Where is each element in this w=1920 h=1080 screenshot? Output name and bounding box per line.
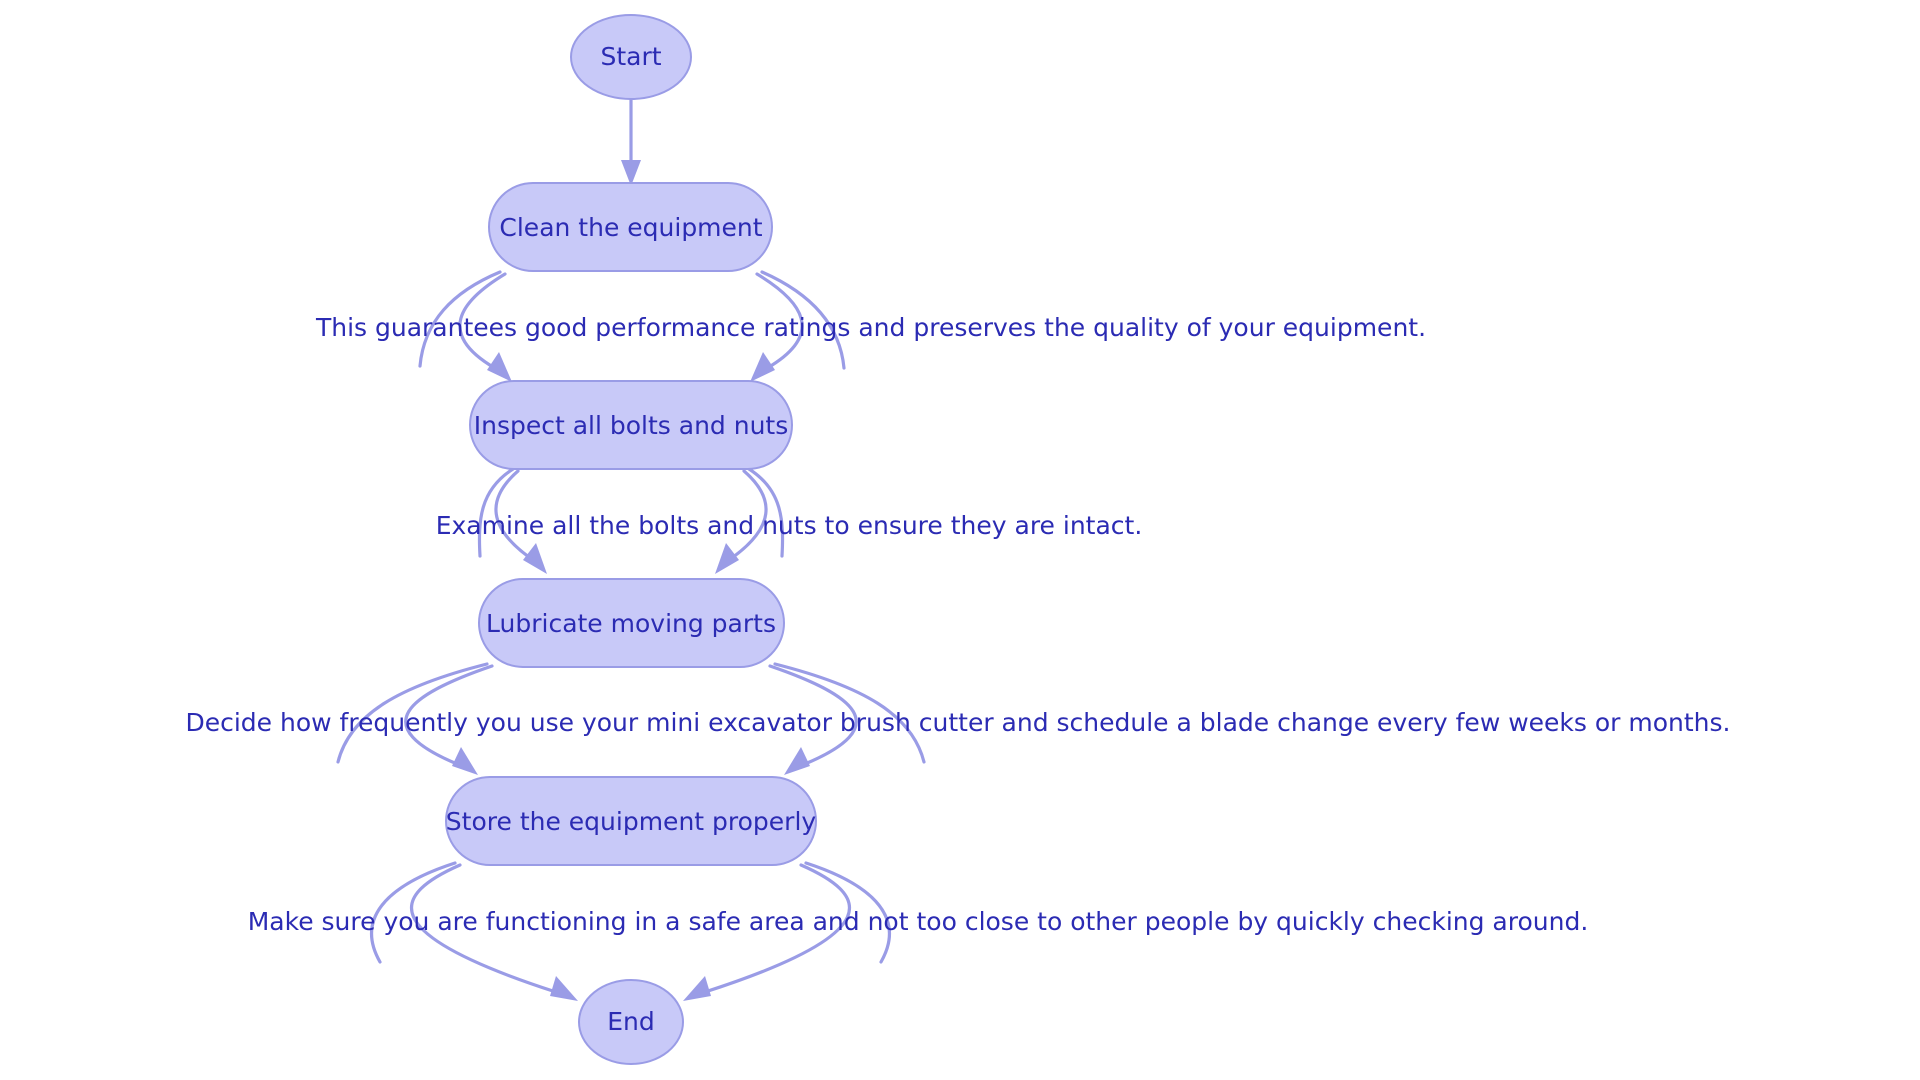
arrowhead-icon <box>715 543 739 574</box>
edge-line-right <box>773 662 926 764</box>
edge-line-left <box>369 861 457 964</box>
arrowhead-icon <box>784 747 810 775</box>
node-label: Clean the equipment <box>499 213 762 242</box>
edge-lubricate-to-store: Decide how frequently you use your mini … <box>185 662 1731 775</box>
node-shape-stadium <box>488 182 773 272</box>
edge-label: Examine all the bolts and nuts to ensure… <box>436 511 1143 540</box>
arrowhead-icon <box>523 543 547 574</box>
edge-label: Make sure you are functioning in a safe … <box>248 907 1589 936</box>
arrowhead-icon <box>621 160 641 186</box>
node-start[interactable]: Start <box>570 14 692 100</box>
arrowhead-icon <box>550 976 578 1001</box>
node-label: Store the equipment properly <box>446 807 817 836</box>
edge-store-to-end: Make sure you are functioning in a safe … <box>248 861 1589 1001</box>
node-inspect-all-bolts-and-nuts[interactable]: Inspect all bolts and nuts <box>469 380 793 470</box>
edge-line-left-inner <box>410 863 558 994</box>
node-lubricate-moving-parts[interactable]: Lubricate moving parts <box>478 578 785 668</box>
node-end[interactable]: End <box>578 979 684 1065</box>
edge-line-right-inner <box>755 272 804 373</box>
edge-line-left <box>477 467 515 558</box>
node-label: End <box>607 1007 655 1036</box>
edge-line-right-inner <box>703 863 851 994</box>
node-shape-stadium <box>445 776 817 866</box>
edge-start-to-clean <box>621 94 641 186</box>
edge-inspect-to-lubricate: Examine all the bolts and nuts to ensure… <box>436 467 1143 574</box>
edge-line-right <box>804 861 892 964</box>
node-clean-the-equipment[interactable]: Clean the equipment <box>488 182 773 272</box>
edge-line-right-inner <box>724 469 768 564</box>
edge-line-right <box>760 270 846 370</box>
edge-label: Decide how frequently you use your mini … <box>185 708 1730 737</box>
arrowhead-icon <box>487 352 512 382</box>
node-store-the-equipment-properly[interactable]: Store the equipment properly <box>445 776 817 866</box>
edge-line-left-inner <box>494 469 538 564</box>
edge-line-right <box>747 467 785 558</box>
edge-label: This guarantees good performance ratings… <box>315 313 1426 342</box>
node-shape-stadium <box>478 578 785 668</box>
edge-line-left-inner <box>404 664 494 768</box>
arrowhead-icon <box>452 747 478 775</box>
edge-clean-to-inspect: This guarantees good performance ratings… <box>315 270 1426 382</box>
arrowhead-icon <box>683 976 711 1001</box>
node-shape-ellipse <box>578 979 684 1065</box>
node-shape-stadium <box>469 380 793 470</box>
node-label: Lubricate moving parts <box>486 609 776 638</box>
edge-line-left <box>418 270 502 368</box>
edge-line-left <box>336 662 489 764</box>
node-shape-ellipse <box>570 14 692 100</box>
edge-line-left-inner <box>458 272 507 373</box>
node-label: Start <box>600 42 661 71</box>
edge-line-right-inner <box>768 664 858 768</box>
node-label: Inspect all bolts and nuts <box>474 411 789 440</box>
arrowhead-icon <box>750 352 775 382</box>
